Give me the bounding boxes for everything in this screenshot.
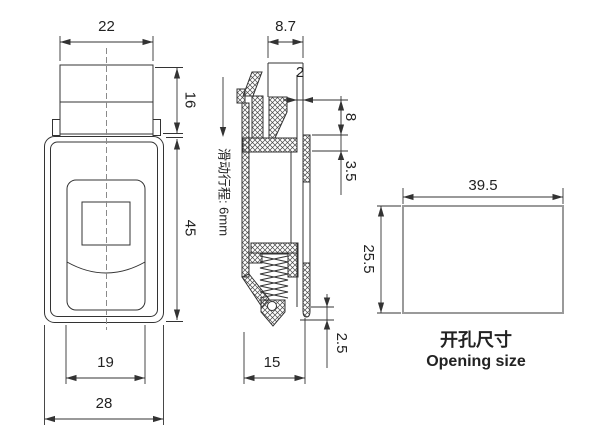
- dim-16-label: 16: [182, 92, 199, 109]
- section-edge-lines: [290, 75, 311, 307]
- dim-22-label: 22: [98, 18, 115, 35]
- dim-15: 15: [243, 318, 306, 384]
- dim-45-label: 45: [182, 220, 199, 237]
- panel-section-lower: [302, 262, 311, 318]
- left-wall: [241, 102, 250, 278]
- dim-8-label: 8: [342, 113, 359, 121]
- dim-39-5-label: 39.5: [468, 177, 497, 194]
- opening-caption-en: Opening size: [426, 353, 526, 370]
- section-view: 滑动行程: 6mm 8.7 2 8 3.5: [217, 18, 359, 384]
- slant-wall: [241, 273, 270, 308]
- latch-front-body-inner: [50, 141, 158, 317]
- hook-notch: [236, 88, 246, 104]
- hook-cap: [242, 71, 263, 97]
- bottom-plug: [260, 299, 286, 327]
- dim-8-7-label: 8.7: [275, 18, 296, 35]
- catch-tooth: [268, 96, 288, 139]
- opening-caption-cn: 开孔尺寸: [440, 329, 512, 350]
- front-right-ear: [152, 119, 161, 136]
- dim-8-7: 8.7: [267, 18, 304, 58]
- dim-15-label: 15: [264, 354, 281, 371]
- opening-view: 39.5 25.5 开孔尺寸 Opening size: [360, 177, 564, 370]
- dim-2-5: 2.5: [300, 294, 350, 368]
- pocket-top-strip: [250, 242, 299, 254]
- dim-19: 19: [65, 325, 146, 384]
- section-hatching: [236, 71, 311, 327]
- dim-8: 8: [312, 96, 359, 195]
- dim-3-5-label: 3.5: [342, 161, 359, 182]
- dim-16: 16: [155, 67, 199, 134]
- front-view: 22 16 45 19 28: [44, 18, 199, 425]
- dim-3-5: 3.5: [337, 151, 359, 182]
- pocket-left-block: [248, 252, 263, 264]
- dim-39-5: 39.5: [402, 177, 564, 204]
- spring-end-loop: [267, 301, 277, 311]
- dim-2-label: 2: [296, 64, 304, 81]
- slide-bar: [251, 95, 264, 139]
- dim-2-5-label: 2.5: [333, 333, 350, 354]
- travel-arrow-head: [219, 127, 227, 137]
- dim-45: 45: [166, 137, 199, 322]
- base-strip: [242, 137, 298, 153]
- dim-22: 22: [59, 18, 154, 61]
- panel-section-upper: [302, 134, 311, 183]
- dim-28-label: 28: [96, 395, 113, 412]
- dim-2: 2: [283, 64, 348, 103]
- front-left-ear: [52, 119, 61, 136]
- latch-front-body: [44, 136, 164, 323]
- section-spring: [259, 253, 289, 311]
- dim-19-label: 19: [97, 354, 114, 371]
- rear-hook-block: [287, 252, 299, 278]
- dim-28: 28: [44, 325, 164, 425]
- dim-25-5: 25.5: [360, 205, 401, 314]
- opening-rectangle: [402, 205, 564, 314]
- travel-note-label: 滑动行程: 6mm: [217, 148, 232, 236]
- travel-annotation: 滑动行程: 6mm: [217, 77, 232, 236]
- dim-25-5-label: 25.5: [360, 244, 377, 273]
